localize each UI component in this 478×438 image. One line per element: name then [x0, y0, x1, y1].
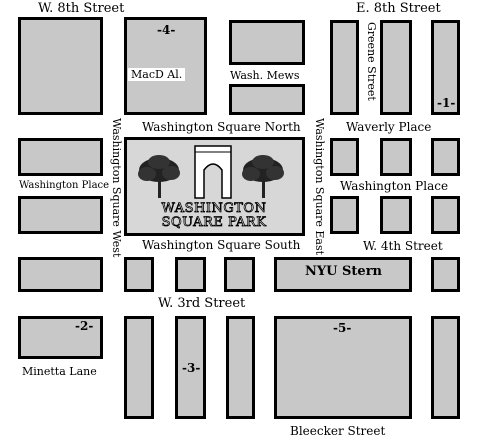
block-waverly-2 — [380, 138, 412, 176]
street-wsq-north: Washington Square North — [142, 120, 301, 134]
macd-alley-label: MacD Al. — [128, 68, 186, 81]
block-e8th-2 — [380, 20, 412, 115]
block-west-1 — [18, 138, 103, 176]
street-w3rd: W. 3rd Street — [158, 296, 246, 311]
block-washpl-1 — [330, 196, 359, 234]
street-w4th: W. 4th Street — [363, 239, 443, 253]
block-w4th-3 — [224, 257, 255, 292]
block-bleecker-1 — [124, 316, 154, 419]
block-marker-1 — [431, 20, 460, 115]
block-waverly-1 — [330, 138, 359, 176]
block-marker-2 — [18, 316, 103, 359]
marker-4-label: -4- — [157, 23, 176, 37]
street-wsq-south: Washington Square South — [142, 238, 301, 252]
tree-icon-left — [138, 155, 180, 198]
block-marker-4 — [124, 17, 207, 115]
block-marker-5 — [274, 316, 412, 419]
street-wsq-west: Washington Square West — [110, 118, 123, 258]
block-w4th-1 — [124, 257, 154, 292]
street-w8th: W. 8th Street — [38, 1, 125, 16]
nyu-stern-block — [274, 257, 412, 292]
block-washpl-3 — [431, 196, 460, 234]
arch-icon — [194, 145, 232, 199]
block-w4th-east — [431, 257, 460, 292]
marker-1-label: -1- — [437, 96, 456, 110]
park-name-line2: SQUARE PARK — [162, 215, 267, 230]
nyu-stern-label: NYU Stern — [305, 264, 382, 279]
block-mews-north — [229, 20, 305, 65]
block-bleecker-3 — [226, 316, 255, 419]
washington-square-park: WASHINGTON SQUARE PARK — [124, 137, 305, 236]
block-w4th-2 — [175, 257, 206, 292]
marker-2-label: -2- — [75, 319, 94, 333]
street-wash-place-left: Washington Place — [19, 180, 110, 191]
street-minetta: Minetta Lane — [22, 365, 97, 378]
street-e8th: E. 8th Street — [356, 1, 441, 16]
block-waverly-3 — [431, 138, 460, 176]
marker-3-label: -3- — [182, 361, 201, 375]
marker-5-label: -5- — [333, 321, 352, 335]
park-name-line1: WASHINGTON — [162, 201, 267, 216]
tree-icon-right — [242, 155, 284, 198]
block-w4th-west — [18, 257, 103, 292]
street-greene: Greene Street — [365, 22, 378, 101]
block-w8th-west — [18, 17, 103, 115]
block-marker-3 — [175, 316, 206, 419]
street-wsq-east: Washington Square East — [313, 118, 326, 256]
wash-mews-label: Wash. Mews — [230, 69, 300, 82]
block-mews-south — [229, 84, 305, 115]
block-bleecker-east — [431, 316, 460, 419]
block-washpl-2 — [380, 196, 412, 234]
block-west-2 — [18, 196, 103, 234]
block-e8th-1 — [330, 20, 359, 115]
street-bleecker: Bleecker Street — [290, 424, 386, 438]
street-waverly: Waverly Place — [346, 120, 432, 134]
street-wash-place-right: Washington Place — [340, 179, 449, 193]
